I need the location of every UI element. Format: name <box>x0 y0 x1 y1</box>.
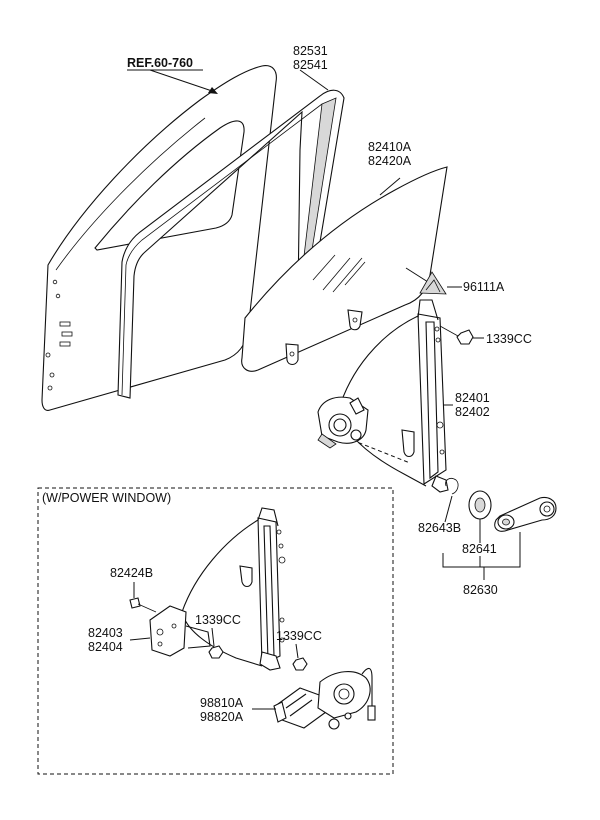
part-label-82541: 82541 <box>293 58 328 72</box>
part-label-82424b: 82424B <box>110 566 153 580</box>
part-label-1339cc-mid: 1339CC <box>195 613 241 627</box>
power-window-regulator <box>149 507 286 671</box>
power-window-box <box>37 487 394 775</box>
part-label-98820a: 98820A <box>200 710 244 724</box>
part-label-82641: 82641 <box>462 542 497 556</box>
part-label-1339cc-right: 1339CC <box>276 629 322 643</box>
part-label-82630: 82630 <box>463 583 498 597</box>
handle-clip <box>445 478 459 495</box>
bolt-1339cc-top <box>439 325 474 345</box>
bolt-1339cc-right <box>292 657 308 671</box>
manual-window-regulator <box>317 299 449 493</box>
bolt-82424b <box>129 597 157 613</box>
power-window-motor <box>273 667 376 730</box>
part-label-1339cc-top: 1339CC <box>486 332 532 346</box>
handle-bushing <box>468 490 492 520</box>
window-crank-handle <box>494 496 557 532</box>
part-label-82410a: 82410A <box>368 140 412 154</box>
door-glass <box>241 166 448 372</box>
part-label-82420a: 82420A <box>368 154 412 168</box>
glass-reflection <box>312 254 366 293</box>
part-label-82404: 82404 <box>88 640 123 654</box>
part-label-82531: 82531 <box>293 44 328 58</box>
door-holes <box>45 279 73 391</box>
part-label-98810a: 98810A <box>200 696 244 710</box>
part-label-96111a: 96111A <box>463 280 505 294</box>
ref-label: REF.60-760 <box>127 56 193 70</box>
part-label-82402: 82402 <box>455 405 490 419</box>
part-label-82643b: 82643B <box>418 521 461 535</box>
weather-clip <box>419 271 447 295</box>
power-window-title: (W/POWER WINDOW) <box>42 491 171 505</box>
bolt-1339cc-mid <box>208 645 224 659</box>
part-label-82401: 82401 <box>455 391 490 405</box>
part-label-82403: 82403 <box>88 626 123 640</box>
